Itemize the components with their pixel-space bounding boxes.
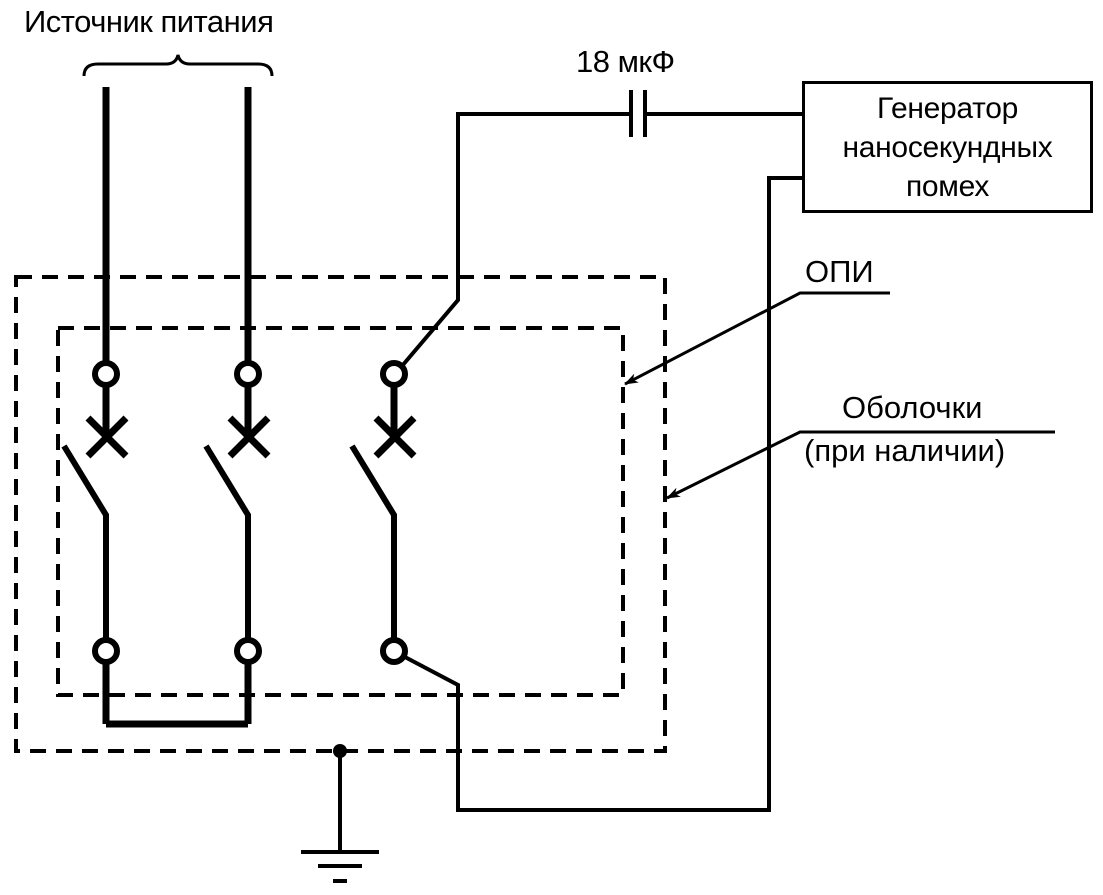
pole-1 [61, 87, 129, 724]
terminal-top-2 [234, 360, 262, 388]
terminal-top-3 [380, 360, 408, 388]
switch-blade-2 [203, 444, 251, 640]
enclosure-label-line-1: Оболочки [842, 390, 983, 425]
pole-2 [203, 87, 271, 724]
capacitor-label: 18 мкФ [576, 44, 675, 79]
terminal-bottom-3 [380, 637, 408, 665]
power-source-brace [82, 54, 274, 77]
generator-label-line-1: Генератор [877, 91, 1018, 125]
nanosecond-pulse-generator: Генератор наносекундных помех [802, 81, 1093, 213]
wire-bottom-to-generator [402, 176, 803, 812]
earth-ground-icon [301, 850, 379, 883]
opi-label: ОПИ [805, 254, 874, 289]
wire-top-to-capacitor [400, 112, 630, 368]
x-contact-icon [373, 415, 417, 459]
generator-label-line-3: помех [905, 169, 990, 203]
enclosure-boundary [14, 275, 667, 753]
enclosure-label-line-2: (при наличии) [804, 433, 1006, 468]
generator-label-line-2: наносекундных [842, 130, 1053, 164]
switch-blade-1 [61, 444, 109, 640]
x-contact-icon [227, 415, 271, 459]
pole-3 [349, 360, 417, 665]
opi-boundary [56, 326, 625, 697]
terminal-bottom-1 [92, 637, 120, 665]
terminal-top-1 [92, 360, 120, 388]
enclosure-leader-arrow [666, 430, 1055, 500]
capacitor-icon [629, 90, 647, 137]
x-contact-icon [85, 415, 129, 459]
terminal-bottom-2 [234, 637, 262, 665]
switch-blade-3 [349, 444, 397, 640]
power-source-label: Источник питания [24, 4, 274, 39]
opi-leader-arrow [624, 291, 890, 386]
